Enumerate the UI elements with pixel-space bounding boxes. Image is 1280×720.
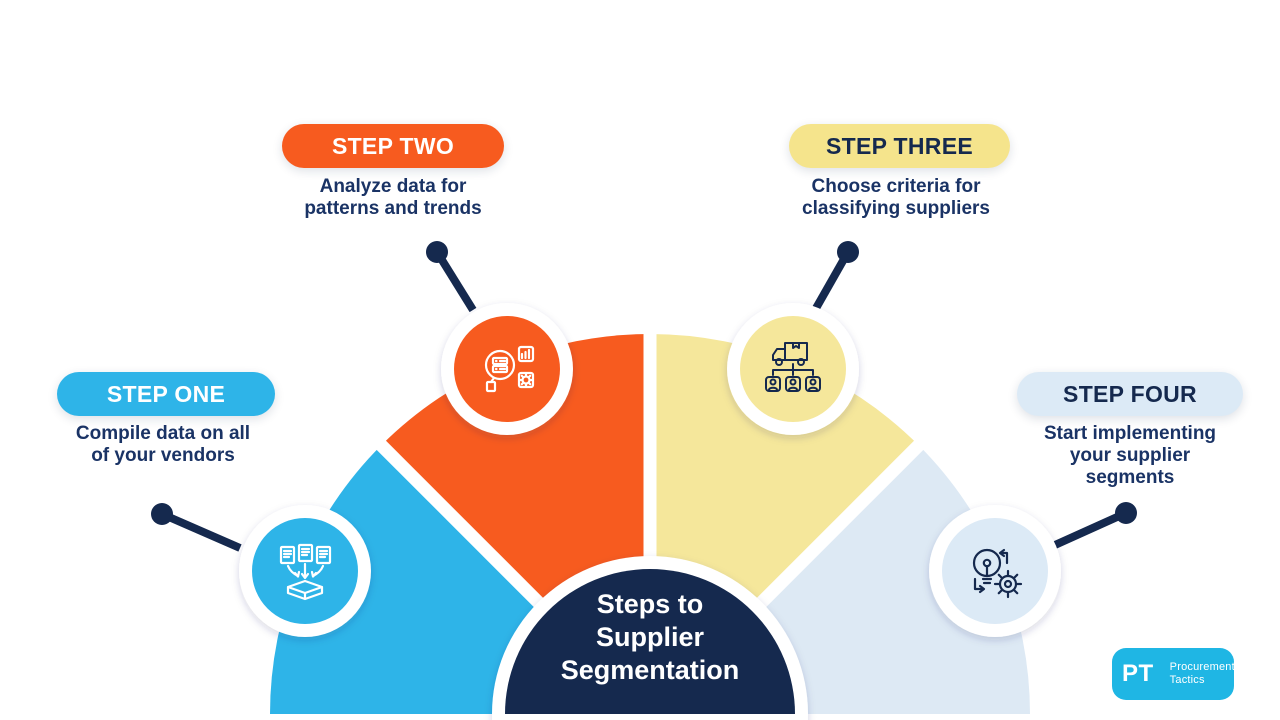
connector-line-one <box>160 510 242 552</box>
badge-step-one <box>239 505 371 637</box>
connector-dot-three <box>837 241 859 263</box>
step-one-pill: STEP ONE <box>57 372 275 416</box>
infographic-title: Steps to Supplier Segmentation <box>560 589 740 685</box>
connector-dot-two <box>426 241 448 263</box>
step-two-description: Analyze data for patterns and trends <box>304 176 482 219</box>
step-two-pill: STEP TWO <box>282 124 504 168</box>
step-four-pill: STEP FOUR <box>1017 372 1243 416</box>
supplier-network-truck-icon <box>765 342 821 392</box>
connector-dot-four <box>1115 502 1137 524</box>
step-four-description: Start implementing your supplier segment… <box>1043 423 1217 488</box>
connector-line-three <box>811 250 852 312</box>
implementation-bulb-gear-icon <box>972 548 1023 599</box>
documents-collection-icon <box>279 543 332 601</box>
badge-step-four <box>929 505 1061 637</box>
badge-step-two <box>441 303 573 435</box>
step-one-description: Compile data on all of your vendors <box>75 423 251 466</box>
title-dome <box>505 569 795 714</box>
data-analysis-magnifier-icon <box>484 345 535 393</box>
badge-step-three <box>727 303 859 435</box>
step-three-description: Choose criteria for classifying supplier… <box>802 176 990 219</box>
procurement-tactics-logo: PT Procurement Tactics <box>1112 648 1235 700</box>
connector-dot-one <box>151 503 173 525</box>
connector-line-two <box>433 249 477 313</box>
connector-line-four <box>1053 509 1128 549</box>
logo-initials: PT <box>1122 660 1154 687</box>
connectors <box>151 241 1137 552</box>
step-three-pill: STEP THREE <box>789 124 1010 168</box>
logo-name: Procurement Tactics <box>1169 661 1235 686</box>
